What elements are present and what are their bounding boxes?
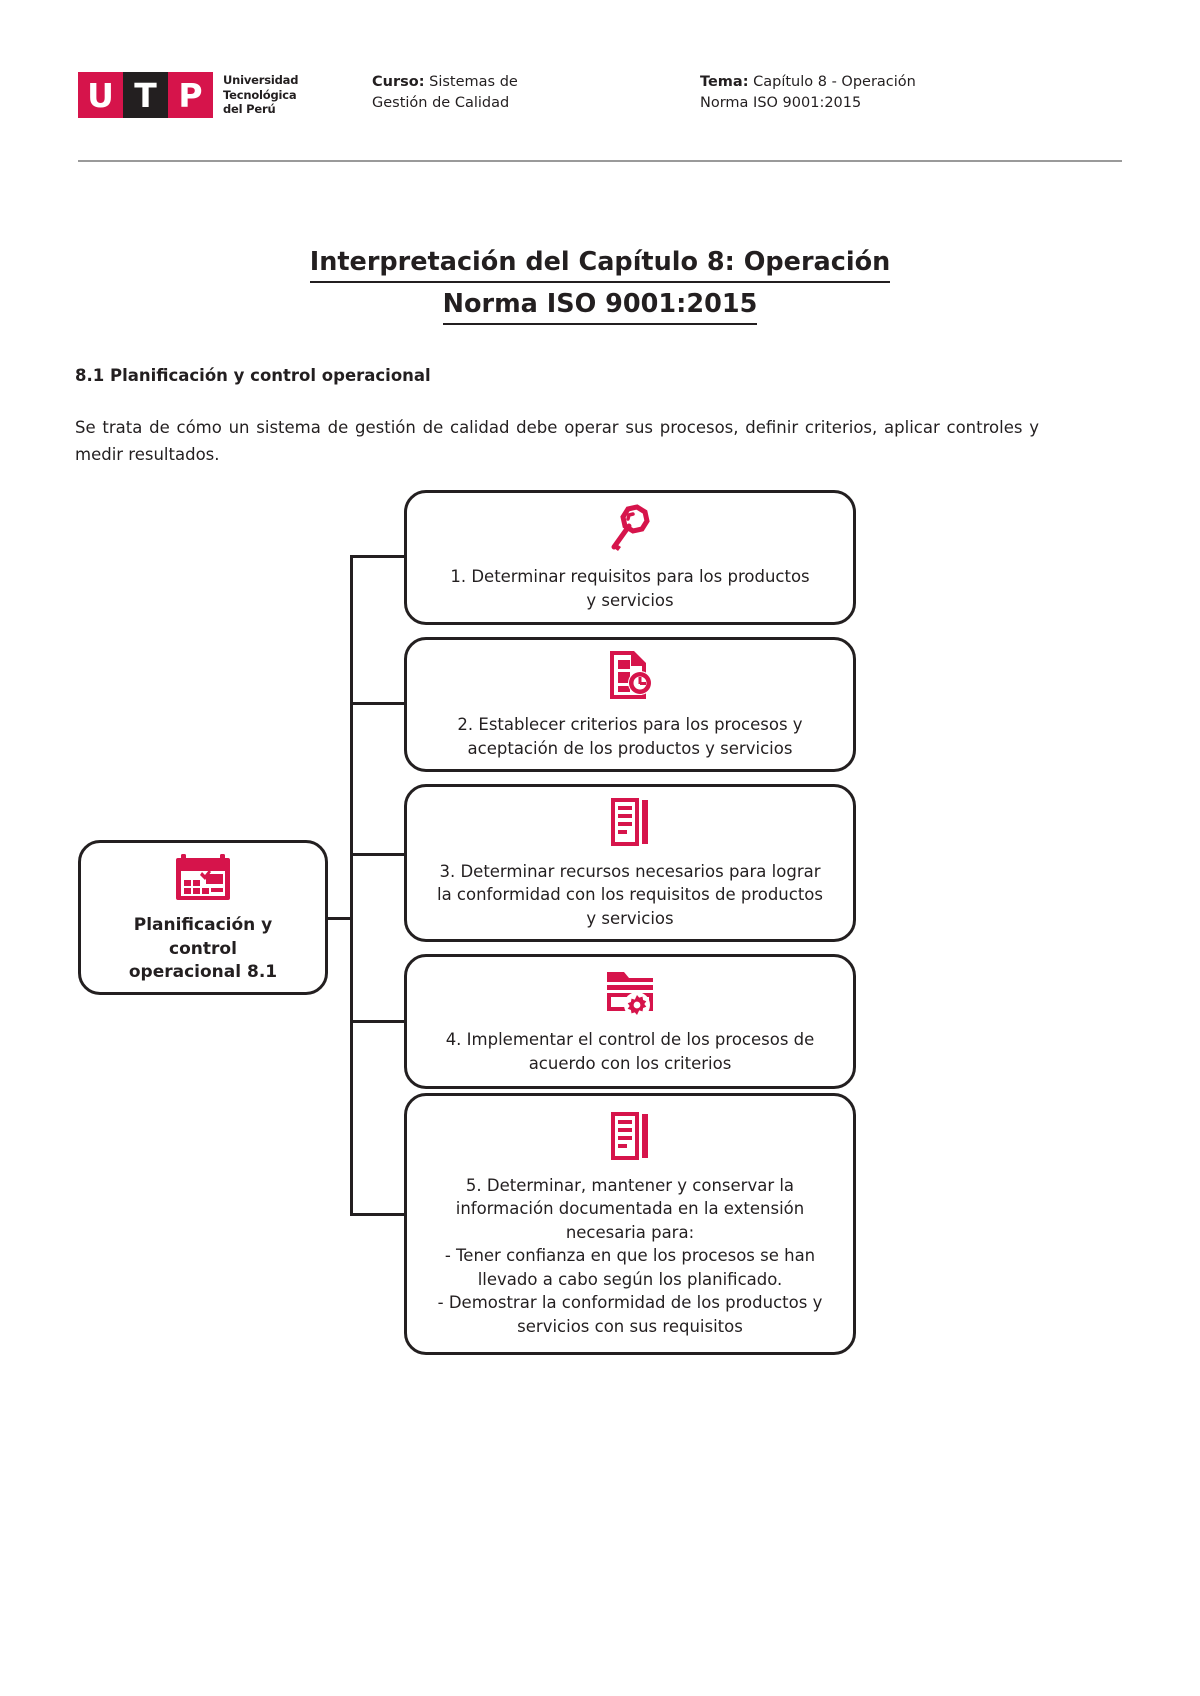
header-tema-value-1: Capítulo 8 - Operación [748,74,916,90]
node-3-label-line-3: y servicios [586,908,674,928]
utp-logo: U T P Universidad Tecnológica del Perú [78,72,298,118]
page-header: U T P Universidad Tecnológica del Perú [78,58,1122,136]
connector-trunk [350,555,353,1215]
node-3-label: 3. Determinar recursos necesarios para l… [437,860,823,930]
logo-name-line-2: Tecnológica [223,87,297,102]
node-3[interactable]: 3. Determinar recursos necesarios para l… [404,784,856,942]
node-5-label-line-7: servicios con sus requisitos [517,1316,743,1336]
node-1[interactable]: 1. Determinar requisitos para los produc… [404,490,856,625]
header-tema-line-2: Norma ISO 9001:2015 [700,95,862,112]
header-tema-line-1: Tema: Capítulo 8 - Operación [700,72,1040,93]
node-4-label: 4. Implementar el control de los proceso… [446,1028,815,1075]
node-2-label-line-2: aceptación de los productos y servicios [467,738,793,758]
node-4-label-line-2: acuerdo con los criterios [528,1053,732,1073]
node-4[interactable]: 4. Implementar el control de los proceso… [404,954,856,1089]
node-root[interactable]: Planificación y control operacional 8.1 [78,840,328,995]
node-root-label-line-2: operacional 8.1 [128,962,278,983]
folder-gear-icon [605,968,655,1020]
node-1-label: 1. Determinar requisitos para los produc… [450,565,809,612]
logo-letter-p: P [168,72,213,118]
utp-logo-name: Universidad Tecnológica del Perú [223,73,298,117]
book-document-icon [608,796,652,852]
node-5-label: 5. Determinar, mantener y conservar la i… [438,1174,823,1338]
node-5[interactable]: 5. Determinar, mantener y conservar la i… [404,1093,856,1355]
page-title-line-1: Interpretación del Capítulo 8: Operación [309,245,891,284]
node-1-label-line-2: y servicios [586,590,674,610]
header-curso-label: Curso: [372,74,425,90]
node-5-label-line-6: - Demostrar la conformidad de los produc… [437,1293,823,1313]
logo-name-line-1: Universidad [223,72,299,87]
magnifier-icon [607,503,653,557]
page-title: Interpretación del Capítulo 8: Operación… [78,245,1122,326]
connector-root-stem [326,917,352,920]
node-5-label-line-3: necesaria para: [565,1222,695,1242]
node-4-label-line-1: 4. Implementar el control de los proceso… [445,1030,815,1050]
header-divider [78,160,1122,162]
connector-branch-4 [350,1020,406,1023]
node-2-label: 2. Establecer criterios para los proceso… [457,713,802,760]
document-clock-icon [607,649,653,705]
connector-branch-2 [350,702,406,705]
header-tema: Tema: Capítulo 8 - Operación Norma ISO 9… [700,58,1040,114]
connector-branch-5 [350,1213,406,1216]
book-document-icon [608,1110,652,1166]
node-root-label: Planificación y control operacional 8.1 [97,914,309,985]
node-5-label-line-5: llevado a cabo según los planificado. [477,1269,783,1289]
node-2-label-line-1: 2. Establecer criterios para los proceso… [457,715,803,735]
logo-name-line-3: del Perú [223,102,276,117]
node-3-label-line-1: 3. Determinar recursos necesarios para l… [439,861,821,881]
header-curso-line-2: Gestión de Calidad [372,95,510,112]
connector-branch-3 [350,853,406,856]
node-3-label-line-2: la conformidad con los requisitos de pro… [436,885,823,905]
logo-letter-u: U [78,72,123,118]
section-paragraph: Se trata de cómo un sistema de gestión d… [75,418,1039,464]
logo-letter-t: T [123,72,168,118]
flowchart: Planificación y control operacional 8.1 … [0,480,1200,1370]
calendar-icon [176,850,230,906]
node-root-label-line-1: Planificación y control [133,914,273,959]
header-curso-line-1: Curso: Sistemas de [372,72,692,93]
node-5-label-line-1: 5. Determinar, mantener y conservar la [465,1176,795,1196]
connector-branch-1 [350,555,406,558]
node-5-label-line-2: información documentada en la extensión [455,1199,805,1219]
node-2[interactable]: 2. Establecer criterios para los proceso… [404,637,856,772]
node-1-label-line-1: 1. Determinar requisitos para los produc… [450,567,810,587]
utp-logo-blocks: U T P [78,72,213,118]
header-curso: Curso: Sistemas de Gestión de Calidad [372,58,692,114]
header-curso-value-1: Sistemas de [424,74,518,90]
node-5-label-line-4: - Tener confianza en que los procesos se… [444,1246,816,1266]
page-title-line-2: Norma ISO 9001:2015 [442,287,758,326]
header-tema-label: Tema: [700,74,749,90]
section-heading: 8.1 Planificación y control operacional [75,366,431,385]
